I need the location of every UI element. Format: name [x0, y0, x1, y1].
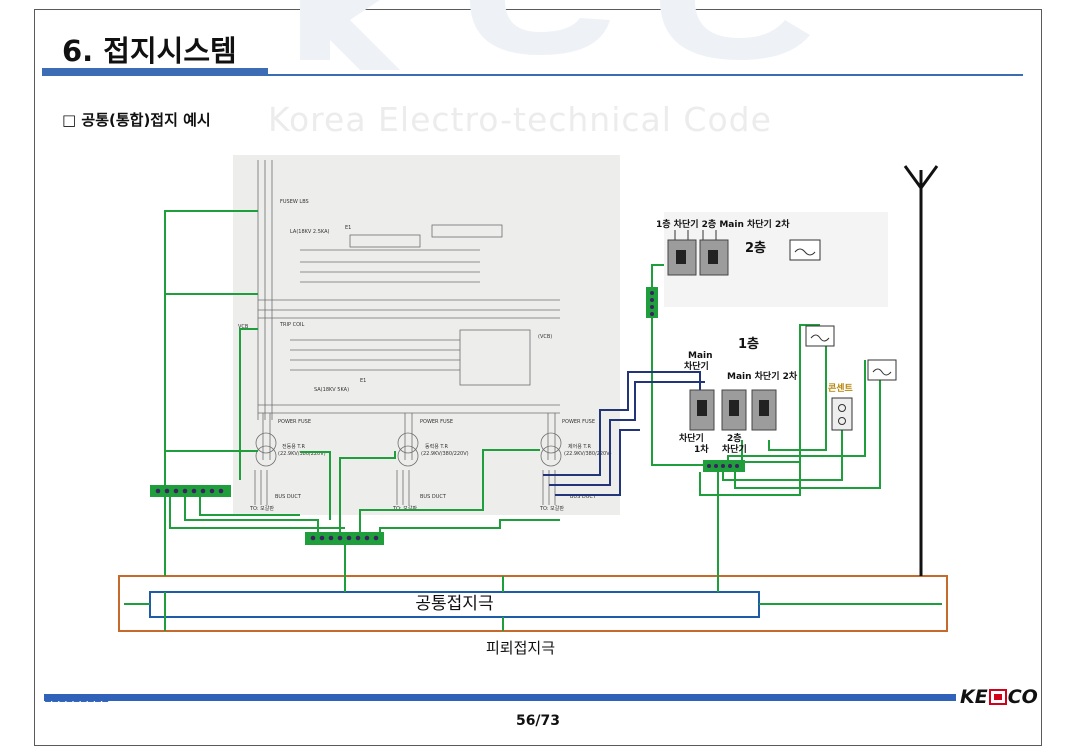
- floor1-lower-left-line1: 차단기: [679, 432, 704, 444]
- photo-schematic-text: FUSEW LBS LA(18KV 2.5KA) E1 TRIP COIL VC…: [238, 199, 612, 512]
- floor1-lower-right-line1: 2층: [727, 432, 742, 444]
- kepco-logo: KE CO: [960, 686, 1038, 708]
- photo-label-trip-coil: TRIP COIL: [279, 322, 305, 328]
- common-electrode-box: [149, 591, 760, 618]
- photo-label-e1-bottom: E1: [360, 378, 366, 384]
- footer-bar: [44, 694, 956, 701]
- floor1-lower-left-line2: 1차: [694, 443, 709, 455]
- single-line-diagram-photo: [233, 155, 620, 515]
- slide-title: 6. 접지시스템: [62, 34, 237, 68]
- floor2-panel: 1층 차단기 2층 Main 차단기 2차 2층: [656, 212, 888, 307]
- lightning-electrode-frame: [118, 575, 948, 632]
- floor2-breaker-caption: 1층 차단기 2층 Main 차단기 2차: [656, 218, 790, 230]
- floor1-panel: 1층 Main 차단기 Main 차단기 2차 차단기 1차 2층 차단기 콘센…: [679, 325, 897, 455]
- bus-conductors: [543, 371, 705, 496]
- lightning-rod: [903, 165, 939, 576]
- photo-label-to-2: TO: 모갈판: [392, 505, 417, 512]
- photo-label-bus-duct-1: BUS DUCT: [275, 494, 302, 500]
- photo-label-tr3-rating: (22.9KV/380/220V): [564, 451, 612, 457]
- logo-right: CO: [1007, 686, 1038, 708]
- photo-label-tr3: 제어용 T.R: [568, 443, 591, 450]
- title-underline-accent: [42, 68, 268, 76]
- logo-left: KE: [960, 686, 988, 708]
- photo-label-power-fuse-3: POWER FUSE: [562, 419, 595, 425]
- page-number: 56/73: [515, 713, 561, 729]
- ground-bar-center: [305, 532, 384, 545]
- photo-label-vcb: VCB: [238, 324, 249, 330]
- watermark-text: Korea Electro-technical Code: [268, 100, 772, 139]
- photo-label-tr2: 동력용 T.R: [425, 443, 448, 450]
- slide-subtitle: □ 공통(통합)접지 예시: [62, 111, 211, 129]
- photo-label-power-fuse-1: POWER FUSE: [278, 419, 311, 425]
- outlet-label: 콘센트: [828, 382, 854, 394]
- photo-label-tr2-rating: (22.9KV/380/220V): [421, 451, 469, 457]
- photo-label-to-1: TO: 모갈판: [249, 505, 274, 512]
- photo-schematic-lines: [254, 160, 562, 505]
- ground-bar-left: [150, 485, 231, 497]
- floor1-lower-right-line2: 차단기: [722, 443, 747, 455]
- floor1-main-breaker-line2: 차단기: [684, 360, 709, 372]
- floor1-main-breaker-line1: Main: [688, 351, 713, 361]
- floor1-label: 1층: [738, 336, 759, 352]
- floor2-label: 2층: [745, 240, 766, 256]
- ground-bar-floor2: [646, 287, 658, 318]
- floor1-main-breaker-2nd: Main 차단기 2차: [727, 370, 798, 382]
- photo-label-tr1-rating: (22.9KV/380/220V): [278, 451, 326, 457]
- photo-label-la: LA(18KV 2.5KA): [290, 229, 329, 235]
- photo-label-fuse-lbs: FUSEW LBS: [280, 199, 309, 205]
- logo-emblem-icon: [988, 689, 1007, 705]
- photo-label-bus-duct-3: BUS DUCT: [570, 494, 597, 500]
- photo-label-bus-duct-2: BUS DUCT: [420, 494, 447, 500]
- title-underline: [268, 74, 1023, 76]
- photo-label-power-fuse-2: POWER FUSE: [420, 419, 453, 425]
- photo-label-e1-top: E1: [345, 225, 351, 231]
- lightning-electrode-label: 피뢰접지극: [486, 639, 556, 657]
- photo-label-lv-vcb: (VCB): [538, 334, 552, 340]
- photo-label-to-3: TO: 모갈판: [539, 505, 564, 512]
- photo-label-sa: SA(18KV 5KA): [314, 387, 349, 393]
- photo-label-tr1: 전등용 T.R: [282, 443, 305, 450]
- common-electrode-label: 공통접지극: [415, 594, 494, 614]
- ground-bar-floor1: [703, 460, 745, 472]
